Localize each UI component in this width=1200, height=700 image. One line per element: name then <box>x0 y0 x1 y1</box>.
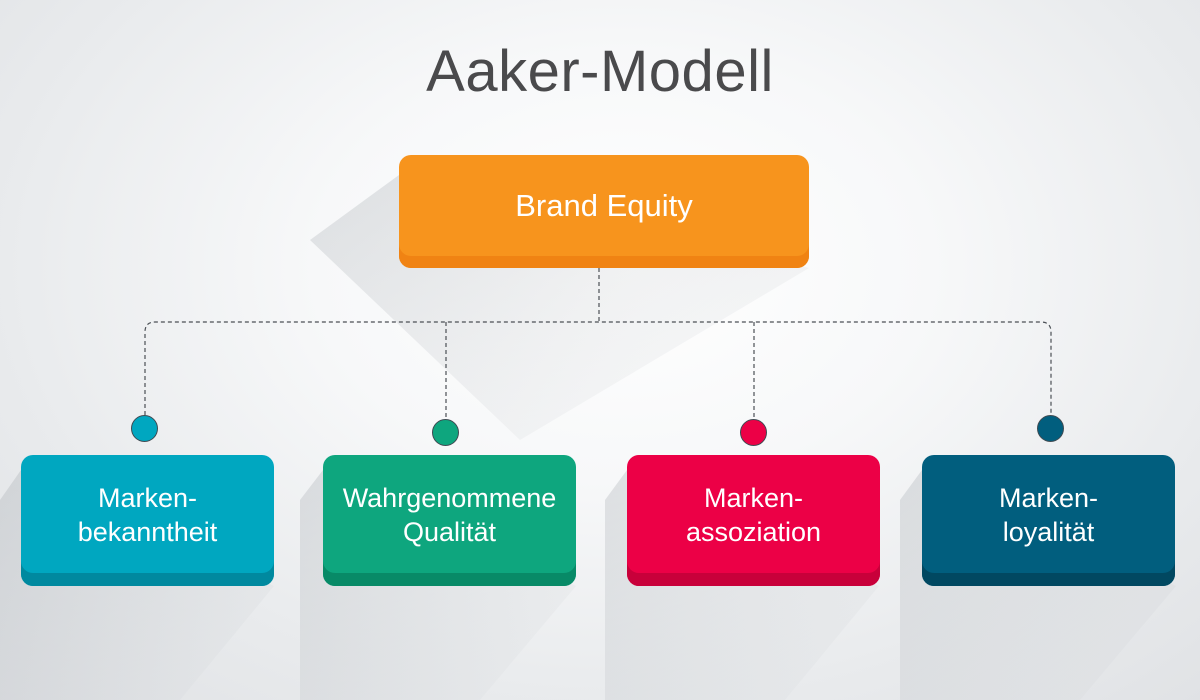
horizontal-bus <box>144 321 1052 415</box>
connector-dot-3 <box>740 419 767 446</box>
markenassoziation-box: Marken- assoziation <box>627 455 880 586</box>
markenloyalitaet-box: Marken- loyalität <box>922 455 1175 586</box>
connector-dot-4 <box>1037 415 1064 442</box>
markenbekanntheit-box: Marken- bekanntheit <box>21 455 274 586</box>
wahrgenommene-qualitaet-box: Wahrgenommene Qualität <box>323 455 576 586</box>
connector-dot-2 <box>432 419 459 446</box>
connector-dot-1 <box>131 415 158 442</box>
diagram-title: Aaker-Modell <box>426 39 774 104</box>
brand-equity-box: Brand Equity <box>399 155 809 268</box>
